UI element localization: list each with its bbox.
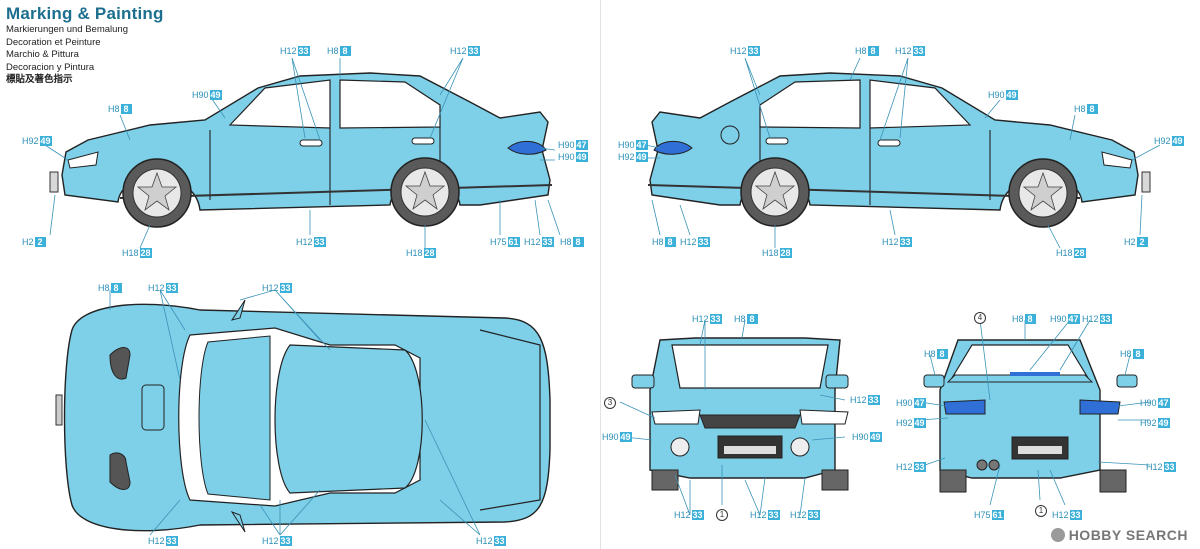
left-tail-light: [507, 141, 547, 155]
left-front-wheel: [122, 158, 192, 228]
sheet-header: Marking & Painting Markierungen und Bema…: [6, 4, 164, 87]
decal-marker-1-rear: 1: [1035, 505, 1047, 517]
side-view-left: [49, 72, 553, 228]
header-subtitle-zh: 標貼及著色指示: [6, 74, 73, 85]
left-rear-wheel: [390, 157, 460, 227]
header-subtitle-es: Decoracion y Pintura: [6, 61, 95, 73]
center-fold-line: [600, 0, 601, 549]
header-subtitle-it: Marchio & Pittura: [6, 49, 79, 60]
left-rear-window: [339, 79, 441, 129]
decal-marker-3: 3: [604, 397, 616, 409]
top-view: [55, 299, 551, 533]
leader-lines: [44, 57, 1161, 536]
left-front-window: [228, 79, 331, 129]
left-headlight: [67, 151, 99, 169]
header-subtitle-de: Markierungen und Bemalung: [6, 24, 128, 35]
decal-marker-4: 4: [974, 312, 986, 324]
header-subtitle-fr: Decoration et Peinture: [6, 36, 101, 48]
rear-view: [923, 339, 1138, 493]
watermark: HOBBY SEARCH: [1050, 527, 1188, 543]
front-view: [631, 337, 849, 491]
decal-marker-1-front: 1: [716, 509, 728, 521]
side-view-right: [647, 72, 1151, 228]
header-title: Marking & Painting: [6, 4, 164, 23]
rabbit-logo-icon: [1050, 528, 1065, 542]
